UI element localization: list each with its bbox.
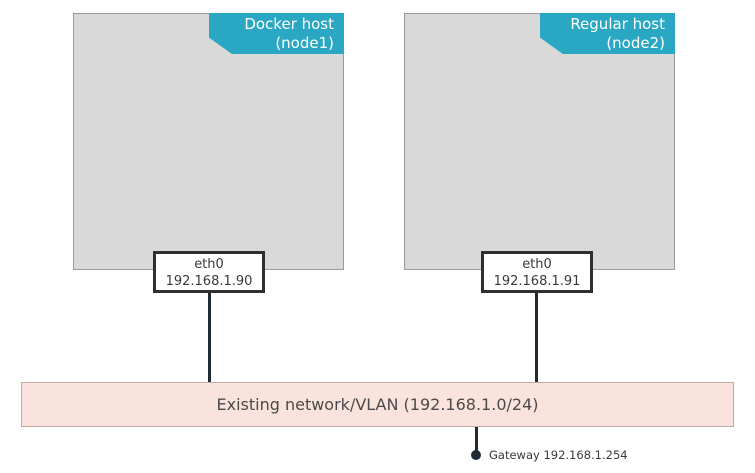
docker-host-node1: Docker host (node1) [73,13,344,270]
host-title-line1: Regular host [570,15,665,33]
host-title-line1: Docker host [244,15,334,33]
node2-eth0-interface: eth0 192.168.1.91 [481,251,593,293]
network-label: Existing network/VLAN (192.168.1.0/24) [216,395,539,414]
nic-ip: 192.168.1.91 [493,274,581,289]
host-title-line2: (node1) [275,34,334,52]
host-title-badge: Docker host (node1) [209,13,344,54]
gateway-link [475,427,478,454]
regular-host-node2: Regular host (node2) [404,13,675,270]
node1-network-link [208,293,211,382]
gateway-dot [471,450,481,460]
nic-name: eth0 [522,257,552,272]
host-title-line2: (node2) [606,34,665,52]
host-title-badge: Regular host (node2) [540,13,675,54]
node2-network-link [535,293,538,382]
nic-name: eth0 [194,257,224,272]
node1-eth0-interface: eth0 192.168.1.90 [153,251,265,293]
existing-network-vlan: Existing network/VLAN (192.168.1.0/24) [21,382,734,427]
nic-ip: 192.168.1.90 [165,274,253,289]
gateway-label: Gateway 192.168.1.254 [489,448,628,462]
